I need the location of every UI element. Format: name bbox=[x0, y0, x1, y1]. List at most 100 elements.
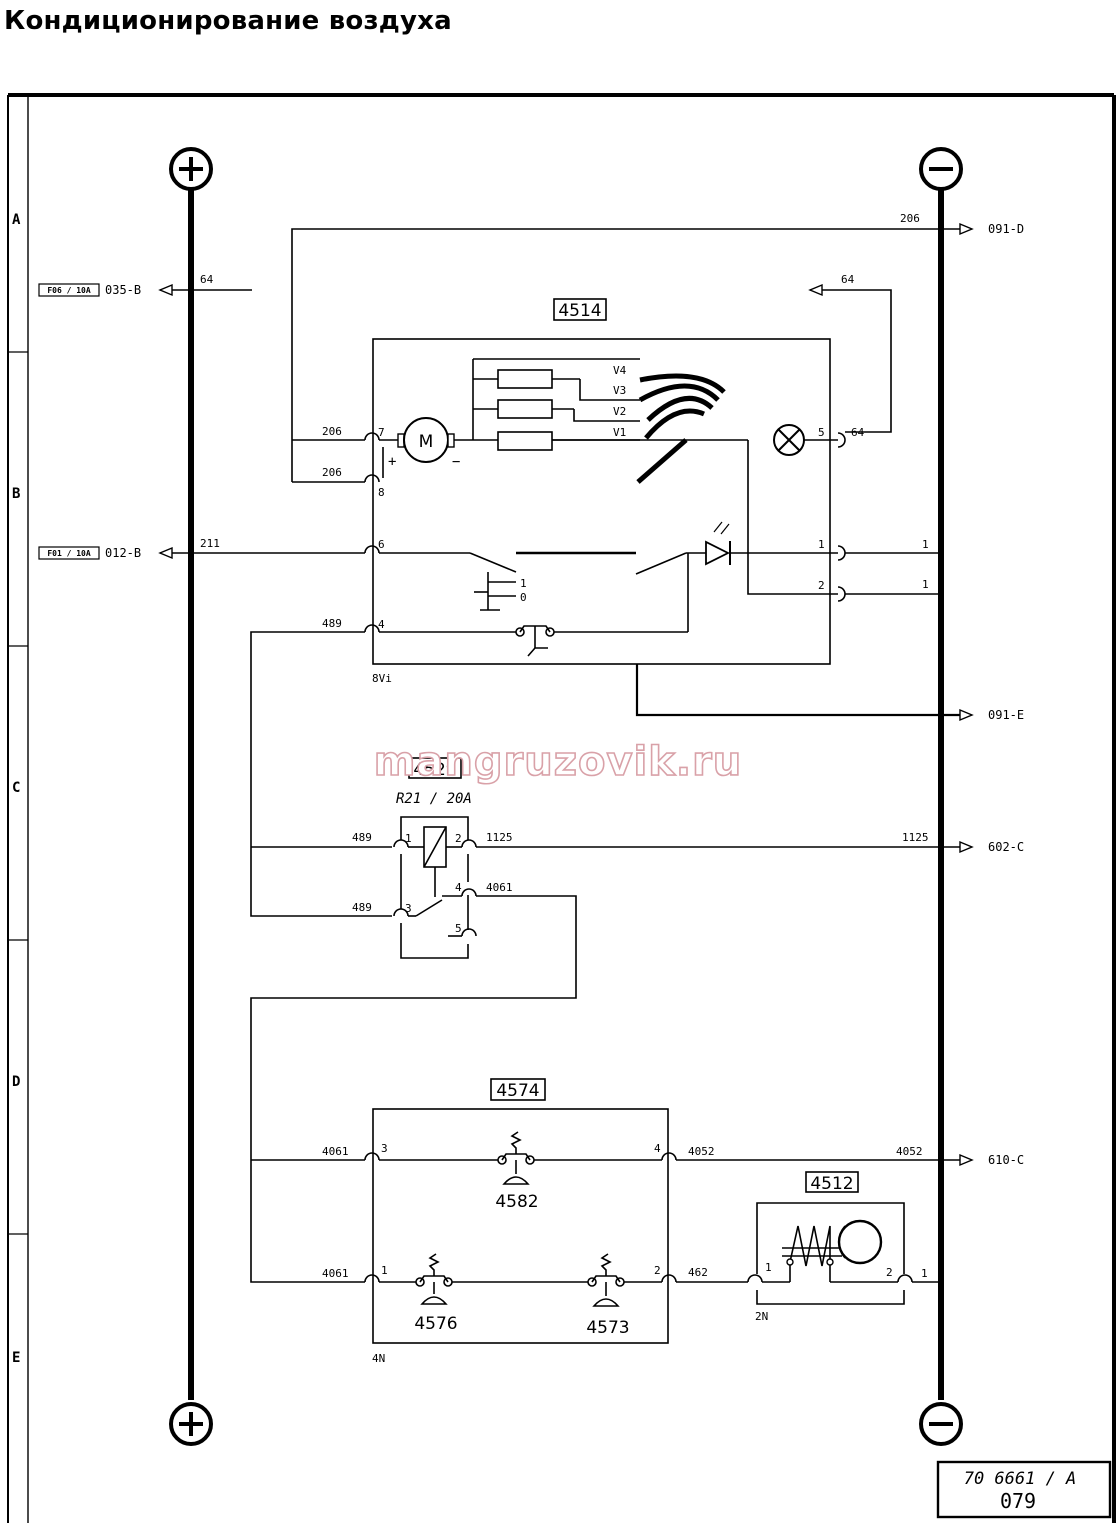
relay-pin-1-label: 1 bbox=[405, 832, 412, 845]
pin-5-connector bbox=[837, 432, 846, 448]
pin-3-connector-4574 bbox=[364, 1152, 380, 1161]
plus-symbol-bottom bbox=[169, 1402, 213, 1446]
speed-label-v4: V4 bbox=[613, 364, 627, 377]
wire-label-489-top: 489 bbox=[322, 617, 342, 630]
wire-label-4061-pin1: 4061 bbox=[322, 1267, 349, 1280]
relay-4529 bbox=[400, 816, 469, 959]
ref-602-c: 602-C bbox=[988, 840, 1024, 854]
pin-8-connector bbox=[364, 474, 380, 483]
fuse-f06-box bbox=[38, 283, 100, 297]
relay-pin-5-label: 5 bbox=[455, 922, 462, 935]
pin-1-label-4574: 1 bbox=[381, 1264, 388, 1277]
component-4574-tag bbox=[490, 1078, 546, 1101]
component-4512-label: 4512 bbox=[810, 1174, 853, 1194]
wire-label-462: 462 bbox=[688, 1266, 708, 1279]
speed-switch bbox=[636, 373, 726, 484]
wire-label-1-clutch: 1 bbox=[921, 1267, 928, 1280]
component-4574-label: 4574 bbox=[496, 1081, 539, 1101]
connector-2n-label: 2N bbox=[755, 1310, 768, 1323]
wire-label-1125-left: 1125 bbox=[486, 831, 513, 844]
resistor-ladder bbox=[472, 358, 640, 451]
switch-pos-0: 0 bbox=[520, 591, 527, 604]
wire-206-top bbox=[291, 222, 974, 482]
pin-6-connector bbox=[364, 545, 380, 554]
wire-64-left bbox=[158, 283, 252, 297]
wire-489-loop bbox=[250, 631, 392, 917]
wire-211 bbox=[158, 546, 365, 560]
wire-64-right bbox=[808, 283, 892, 433]
wire-label-4052-left: 4052 bbox=[688, 1145, 715, 1158]
speed-label-v3: V3 bbox=[613, 384, 626, 397]
wire-label-206-top: 206 bbox=[900, 212, 920, 225]
relay-pin-2-label: 2 bbox=[455, 832, 462, 845]
fuse-f01-box bbox=[38, 546, 100, 560]
relay-pin-1-connector bbox=[393, 839, 409, 848]
connector-8vi-label: 8Vi bbox=[372, 672, 392, 685]
wire-label-489-relay3: 489 bbox=[352, 901, 372, 914]
pin-2-connector-4514 bbox=[837, 586, 846, 602]
motor-minus: − bbox=[452, 454, 460, 470]
component-4574-box bbox=[372, 1108, 669, 1344]
ac-switch bbox=[379, 551, 706, 611]
relay-pin-4-label: 4 bbox=[455, 881, 462, 894]
page-title: Кондиционирование воздуха bbox=[4, 6, 452, 36]
pin-3-label-4574: 3 bbox=[381, 1142, 388, 1155]
pin-1-connector-4574 bbox=[364, 1274, 380, 1283]
component-4529-label: 4529 bbox=[413, 760, 456, 780]
pin-1-connector-4514 bbox=[837, 545, 846, 561]
component-4512-tag bbox=[805, 1171, 859, 1193]
pin-6-label: 6 bbox=[378, 538, 385, 551]
wire-label-4052-right: 4052 bbox=[896, 1145, 923, 1158]
ref-091-e: 091-E bbox=[988, 708, 1024, 722]
pin-4-label-4574: 4 bbox=[654, 1142, 661, 1155]
pressure-switch-4514 bbox=[379, 553, 689, 657]
switch-pos-1: 1 bbox=[520, 577, 527, 590]
drawing-frame bbox=[7, 93, 1116, 1523]
component-4514-label: 4514 bbox=[558, 301, 601, 321]
pressure-switch-4576 bbox=[379, 1253, 588, 1305]
wire-label-4061-pin3: 4061 bbox=[322, 1145, 349, 1158]
motor-plus: + bbox=[388, 454, 396, 470]
wire-label-489-relay1: 489 bbox=[352, 831, 372, 844]
blower-motor bbox=[379, 417, 748, 463]
ref-035-b: 035-B bbox=[105, 283, 141, 297]
row-label-a: A bbox=[12, 212, 21, 228]
drawing-ref-line1: 70 6661 / A bbox=[964, 1469, 1077, 1489]
relay-rating: R21 / 20A bbox=[396, 791, 472, 807]
speed-label-v1: V1 bbox=[613, 426, 626, 439]
pin-4-connector-4574 bbox=[661, 1152, 677, 1161]
compressor-clutch-4512 bbox=[747, 1202, 913, 1305]
row-label-d: D bbox=[12, 1074, 20, 1090]
relay-pin-4-connector bbox=[461, 888, 477, 897]
speed-label-v2: V2 bbox=[613, 405, 626, 418]
pin-7-label: 7 bbox=[378, 426, 385, 439]
wire-1125 bbox=[476, 840, 974, 854]
pin-1-label-4514: 1 bbox=[818, 538, 825, 551]
minus-symbol-top bbox=[919, 147, 963, 191]
fuse-f01-label: F01 / 10A bbox=[47, 549, 91, 558]
lamp-return bbox=[747, 440, 838, 595]
fuse-f06-label: F06 / 10A bbox=[47, 286, 91, 295]
clutch-pin-1-label: 1 bbox=[765, 1261, 772, 1274]
wire-091-e bbox=[635, 664, 974, 722]
plus-symbol-top bbox=[169, 147, 213, 191]
pin-7-connector bbox=[364, 432, 380, 441]
wire-label-1-lower: 1 bbox=[922, 578, 929, 591]
wire-label-206-pin8: 206 bbox=[322, 466, 342, 479]
drawing-ref-box bbox=[936, 1460, 1112, 1519]
relay-pin-5-connector bbox=[461, 928, 477, 937]
component-4582-label: 4582 bbox=[495, 1192, 538, 1212]
component-4576-label: 4576 bbox=[414, 1314, 457, 1334]
motor-label: M bbox=[419, 432, 434, 452]
relay-pin-2-connector bbox=[461, 839, 477, 848]
wire-label-4061-relay: 4061 bbox=[486, 881, 513, 894]
wire-label-211: 211 bbox=[200, 537, 220, 550]
pin-4-connector-4514 bbox=[364, 624, 380, 633]
pressure-switch-4573 bbox=[587, 1253, 662, 1307]
wire-4061-loop bbox=[250, 895, 577, 1283]
watermark: mangruzovik.ru bbox=[374, 739, 743, 785]
ref-091-d: 091-D bbox=[988, 222, 1024, 236]
wire-label-1-upper: 1 bbox=[922, 538, 929, 551]
pin-2-connector-4574 bbox=[661, 1274, 677, 1283]
